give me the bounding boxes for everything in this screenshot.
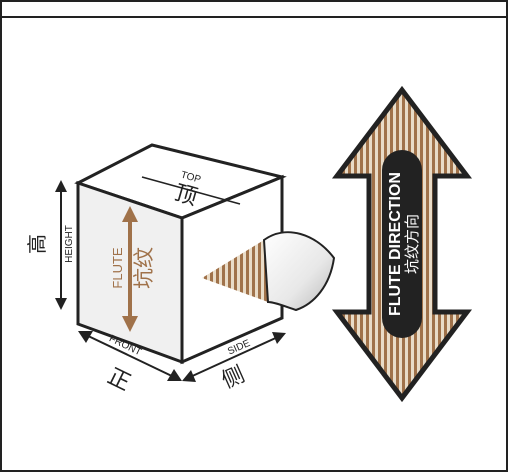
side-dimension — [182, 332, 286, 382]
badge-pill — [382, 150, 422, 338]
front-label-zh: 正 — [103, 364, 134, 396]
cut-flute-triangle — [202, 240, 268, 302]
top-divider-line — [141, 176, 241, 205]
badge-label-zh: 坑纹方向 — [403, 214, 421, 274]
badge-label-en: FLUTE DIRECTION — [387, 172, 404, 316]
height-label-en: HEIGHT — [64, 225, 75, 263]
peeled-liner — [262, 231, 336, 312]
flute-label-en: FLUTE — [110, 247, 125, 289]
height-label-zh: 高 — [25, 234, 49, 254]
front-dimension — [78, 331, 182, 381]
height-dimension — [55, 180, 67, 310]
flute-direction-arrow-small — [122, 206, 138, 332]
top-label-en: TOP — [179, 169, 202, 185]
flute-label-zh: 坑纹 — [132, 247, 156, 289]
side-label-zh: 侧 — [218, 362, 248, 394]
cube: TOP 顶 FLUTE 坑纹 — [74, 143, 336, 365]
top-strip — [2, 2, 506, 18]
flute-direction-badge: FLUTE DIRECTION 坑纹方向 — [331, 85, 473, 403]
